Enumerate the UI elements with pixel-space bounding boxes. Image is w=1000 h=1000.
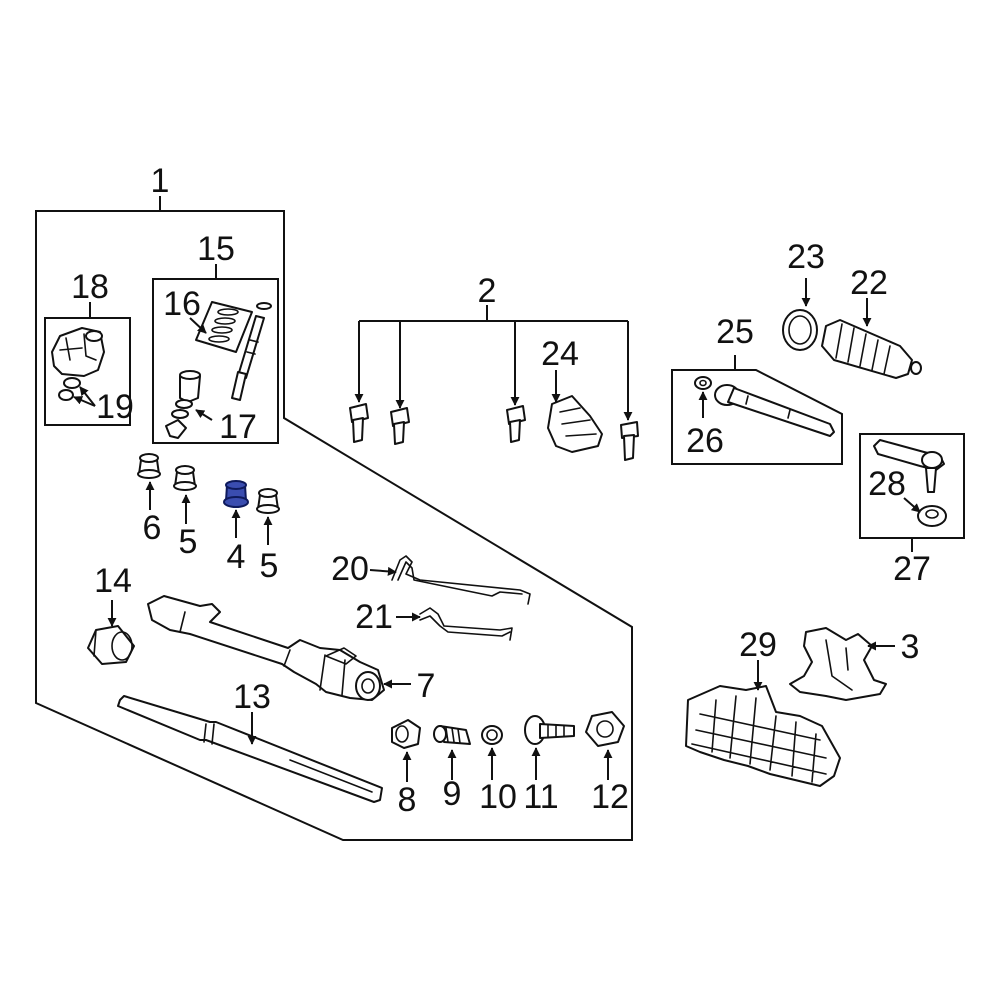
callout-20: 20 [331,550,369,588]
arrow-16 [189,317,207,334]
callout-28: 28 [868,465,906,503]
tie-rod-end-part[interactable] [873,439,945,493]
mounting-bracket-part[interactable] [789,627,887,701]
arrow-19a [79,386,96,407]
rack-guide-part[interactable] [391,719,421,749]
bushing-5-right-part[interactable] [256,488,280,514]
callout-5-left: 5 [179,523,198,561]
leader-bracket-2 [359,305,628,322]
arrow-17 [195,409,213,421]
nut-28-part[interactable] [917,505,947,527]
rack-bushing-part[interactable] [87,625,135,665]
bolt-2c-part[interactable] [506,405,526,443]
callout-4: 4 [227,538,246,576]
adjust-screw-part[interactable] [524,715,575,745]
feed-pipe-21-part[interactable] [419,607,513,641]
feed-pipe-20-part[interactable] [391,555,531,605]
bolt-2d-part[interactable] [620,421,639,461]
callout-19: 19 [96,388,134,426]
callout-22: 22 [850,264,888,302]
seal-card-part[interactable] [195,301,253,353]
assembly-frame [35,210,633,841]
steering-rack-part[interactable] [117,695,383,803]
tie-rod-part[interactable] [714,384,835,437]
pinion-shaft-part[interactable] [231,302,272,401]
callout-7: 7 [417,667,436,705]
guide-spring-part[interactable] [433,725,471,745]
bolt-2a-part[interactable] [349,403,369,443]
callout-29: 29 [739,626,777,664]
rack-housing-part[interactable] [147,595,385,701]
arrow-20 [369,566,397,576]
callout-17: 17 [219,408,257,446]
bushing-4-highlighted-part[interactable] [223,480,249,508]
bushing-6-part[interactable] [137,453,161,479]
seal-set-part[interactable] [165,370,201,439]
callout-8: 8 [398,781,417,819]
callout-12: 12 [591,778,629,816]
callout-13: 13 [233,678,271,716]
callout-9: 9 [443,775,462,813]
lock-nut-part[interactable] [585,711,625,747]
valve-housing-part[interactable] [51,327,105,401]
bolt-2b-part[interactable] [390,407,410,445]
callout-26: 26 [686,422,724,460]
callout-6: 6 [143,509,162,547]
heat-shield-part[interactable] [685,685,841,787]
housing-subassembly-box [44,317,131,426]
arrow-19b [73,396,96,407]
rack-boot-part[interactable] [821,319,922,379]
callout-14: 14 [94,562,132,600]
callout-16: 16 [163,285,201,323]
callout-2: 2 [478,272,497,310]
tie-rod-box [671,369,843,465]
callout-21: 21 [355,598,393,636]
callout-23: 23 [787,238,825,276]
callout-24: 24 [541,335,579,373]
callout-5-right: 5 [260,547,279,585]
callout-25: 25 [716,313,754,351]
callout-3: 3 [901,628,920,666]
callout-11: 11 [523,778,558,816]
dust-cover-part[interactable] [547,395,603,453]
callout-1: 1 [151,162,170,200]
arrow-28 [903,497,921,513]
lock-washer-26-part[interactable] [694,376,712,390]
callout-15: 15 [197,230,235,268]
callout-18: 18 [71,268,109,306]
boot-clamp-part[interactable] [782,309,818,351]
callout-10: 10 [479,778,517,816]
bushing-5-left-part[interactable] [173,465,197,491]
callout-27: 27 [893,550,931,588]
washer-part[interactable] [481,725,503,745]
